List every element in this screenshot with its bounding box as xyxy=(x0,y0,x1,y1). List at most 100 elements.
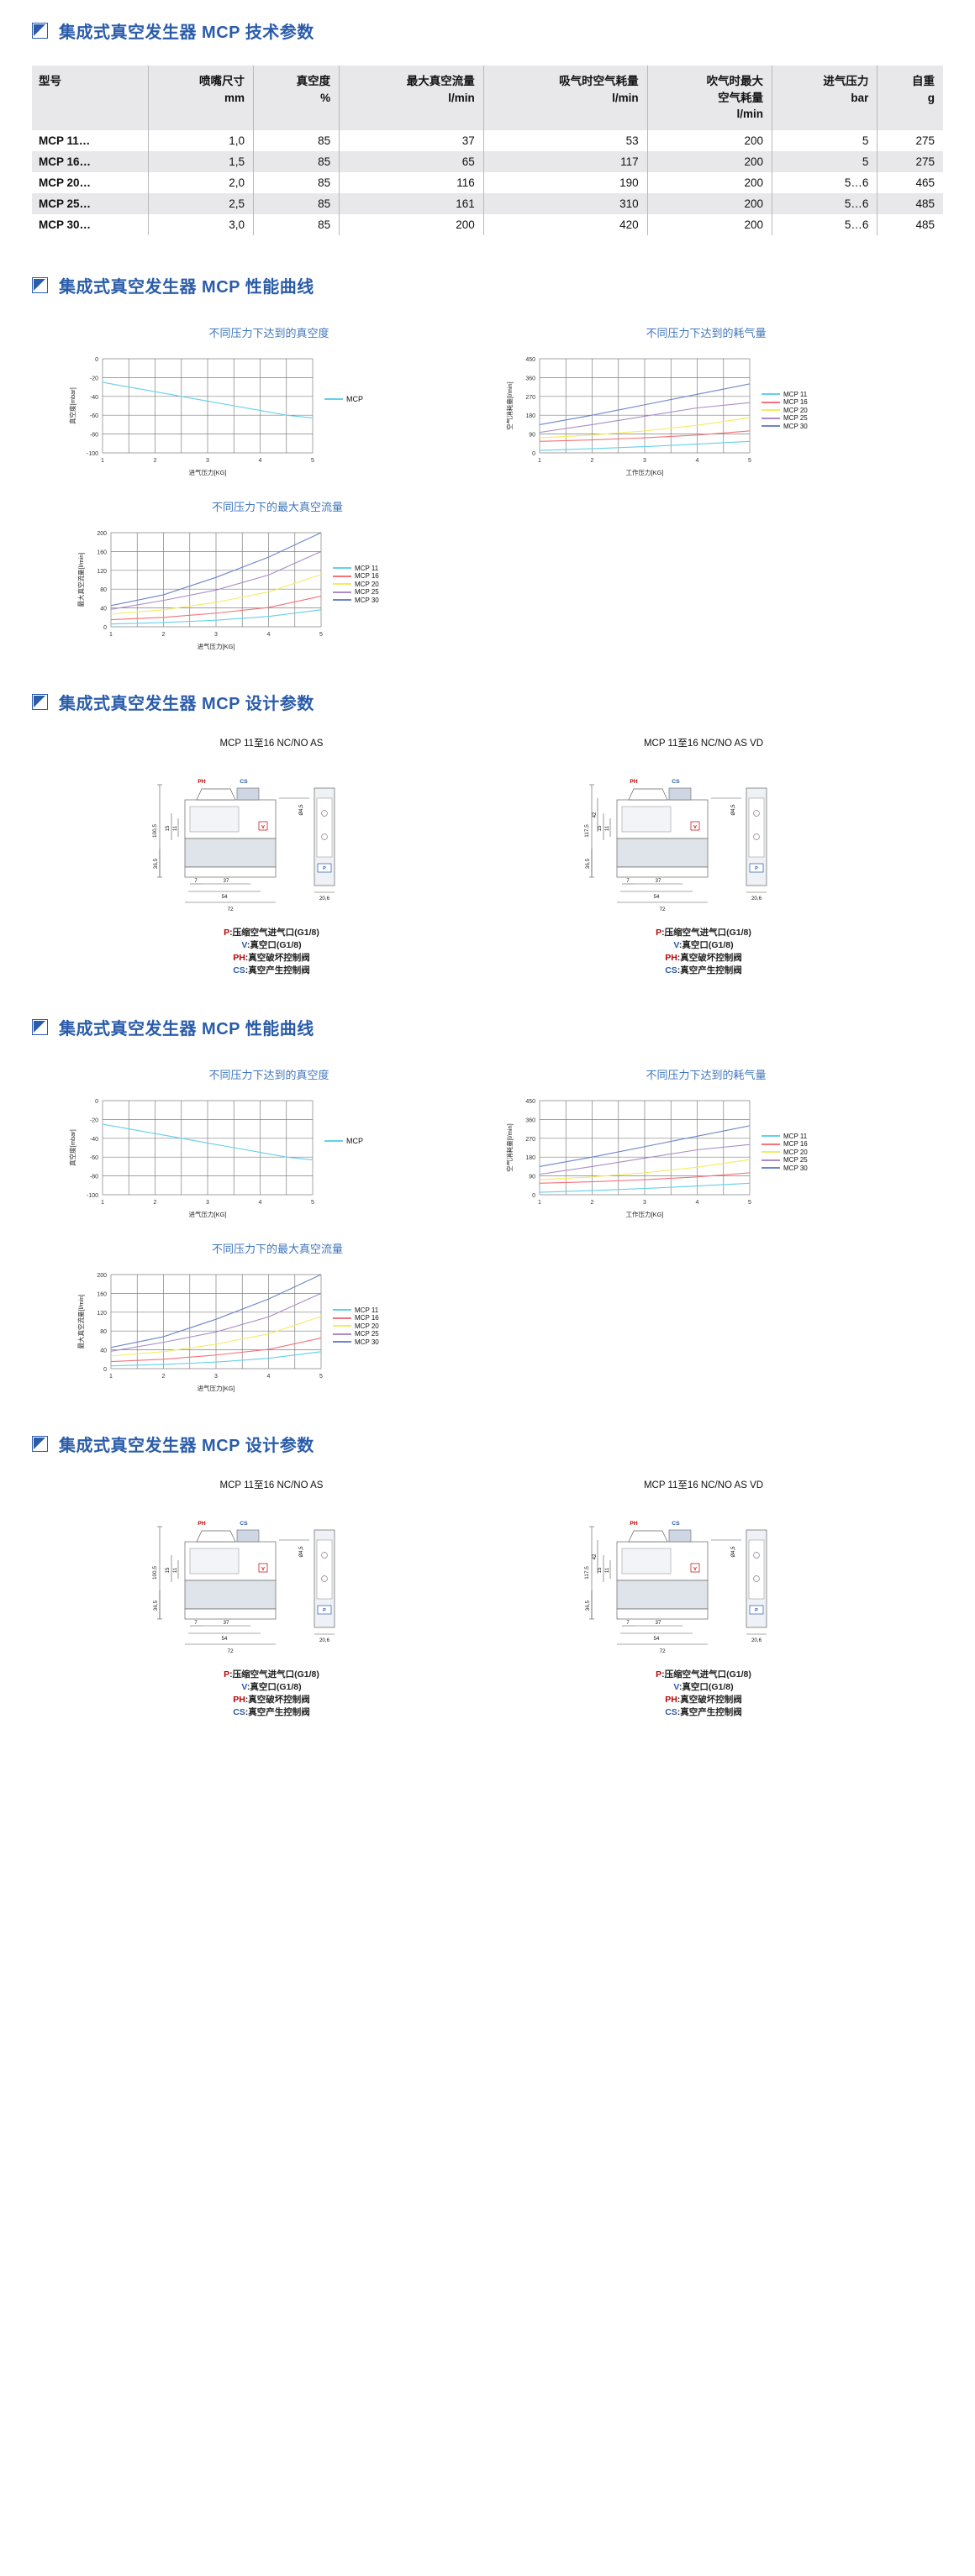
datasheet-page: 集成式真空发生器 MCP 技术参数 型号 喷嘴尺寸 mm 真空度 % xyxy=(0,22,975,1719)
svg-text:72: 72 xyxy=(227,907,234,912)
table-row: MCP 16… 1,5 85 65 117 200 5 275 xyxy=(32,150,943,172)
th-vacuum: 真空度 % xyxy=(253,66,340,130)
svg-text:4: 4 xyxy=(696,1200,699,1206)
svg-text:450: 450 xyxy=(525,1099,535,1105)
legend-swatch xyxy=(324,398,343,401)
table-row: MCP 20… 2,0 85 116 190 200 5…6 465 xyxy=(32,171,943,193)
svg-text:3: 3 xyxy=(214,632,218,638)
legend-label: MCP 30 xyxy=(355,596,379,604)
th-suction-consumption: 吸气时空气耗量 l/min xyxy=(482,66,648,130)
svg-text:42: 42 xyxy=(593,1553,598,1559)
svg-text:Ø4,5: Ø4,5 xyxy=(299,1546,304,1558)
svg-text:3: 3 xyxy=(206,458,209,464)
legend-label: MCP 16 xyxy=(355,572,379,581)
svg-text:15: 15 xyxy=(598,1567,603,1573)
legend-item: MCP 11 xyxy=(762,1133,808,1141)
chart-title-vacuum-2: 不同压力下达到的真空度 xyxy=(208,1068,329,1081)
svg-text:1: 1 xyxy=(109,632,113,638)
svg-text:72: 72 xyxy=(227,1648,234,1654)
legend-swatch xyxy=(762,1143,780,1145)
drawing-legend-key: V xyxy=(673,1681,679,1692)
drawing-legend-desc: :压缩空气进气口(G1/8) xyxy=(661,927,751,938)
svg-text:117,5: 117,5 xyxy=(584,1565,590,1579)
svg-text:20,6: 20,6 xyxy=(751,1638,762,1643)
svg-text:-100: -100 xyxy=(87,451,98,457)
legend-swatch xyxy=(333,1309,351,1312)
cell-weight: 465 xyxy=(877,171,943,193)
legend-item: MCP 16 xyxy=(333,1314,379,1322)
drawing-legend-desc: :真空产生控制阀 xyxy=(677,1706,742,1717)
cell-suction: 310 xyxy=(482,192,648,214)
svg-text:V: V xyxy=(261,1567,265,1572)
svg-text:72: 72 xyxy=(659,907,666,912)
drawing-legend-line: V:真空口(G1/8) xyxy=(74,939,469,952)
legend-item: MCP 11 xyxy=(333,1306,379,1315)
drawing-legend-desc: :真空产生控制阀 xyxy=(245,1706,310,1717)
legend-label: MCP 25 xyxy=(783,1156,808,1164)
svg-text:-80: -80 xyxy=(90,432,98,438)
svg-text:160: 160 xyxy=(97,549,107,555)
drawing-legend-desc: :压缩空气进气口(G1/8) xyxy=(661,1669,751,1680)
svg-text:PH: PH xyxy=(198,779,206,785)
cell-pressure: 5 xyxy=(772,129,878,151)
th-inlet-pressure: 进气压力 bar xyxy=(772,66,878,130)
legend-label: MCP 16 xyxy=(783,398,808,407)
drawing-legend-key: CS xyxy=(665,1706,677,1717)
drawing-legend-desc: :真空破坏控制阀 xyxy=(677,952,742,963)
svg-text:进气压力[KG]: 进气压力[KG] xyxy=(197,1384,235,1392)
drawing-legend-key: V xyxy=(241,1681,247,1692)
legend-swatch xyxy=(762,401,780,403)
svg-text:3: 3 xyxy=(214,1374,218,1380)
drawing-legend-line: P:压缩空气进气口(G1/8) xyxy=(74,1669,469,1681)
drawing-legend-desc: :压缩空气进气口(G1/8) xyxy=(229,1669,319,1680)
legend-item: MCP 20 xyxy=(762,407,808,415)
svg-text:0: 0 xyxy=(95,1099,98,1105)
svg-text:2: 2 xyxy=(162,632,166,638)
legend-swatch xyxy=(333,1317,351,1319)
legend-label: MCP xyxy=(346,1136,363,1145)
svg-text:11: 11 xyxy=(605,1567,610,1573)
legend-label: MCP 11 xyxy=(355,564,379,572)
svg-text:54: 54 xyxy=(654,1636,660,1642)
svg-text:V: V xyxy=(261,825,265,830)
cell-maxflow: 200 xyxy=(339,213,484,235)
cell-nozzle: 2,0 xyxy=(147,171,254,193)
cell-pressure: 5…6 xyxy=(772,171,878,193)
svg-text:Ø4,5: Ø4,5 xyxy=(731,804,736,816)
svg-text:进气压力[KG]: 进气压力[KG] xyxy=(188,468,226,476)
svg-text:54: 54 xyxy=(222,1636,228,1642)
svg-text:2: 2 xyxy=(162,1374,166,1380)
drawing-legend-key: CS xyxy=(233,965,245,975)
svg-text:72: 72 xyxy=(659,1648,666,1654)
drawing-legend-line: PH:真空破坏控制阀 xyxy=(74,1694,469,1706)
th-blow-consumption: 吹气时最大 空气耗量 l/min xyxy=(646,66,772,130)
svg-text:37: 37 xyxy=(224,879,229,884)
drawing-legend-line: CS:真空产生控制阀 xyxy=(74,1706,469,1719)
svg-text:5: 5 xyxy=(748,458,751,464)
drawing-legend-key: PH xyxy=(233,1694,245,1705)
svg-text:-60: -60 xyxy=(90,413,98,419)
svg-text:54: 54 xyxy=(222,894,228,900)
cell-blow: 200 xyxy=(646,192,772,214)
legend-swatch xyxy=(762,409,780,412)
svg-text:37: 37 xyxy=(224,1621,229,1626)
table-row: MCP 25… 2,5 85 161 310 200 5…6 485 xyxy=(32,192,943,214)
svg-text:11: 11 xyxy=(173,1567,178,1573)
cell-vacuum: 85 xyxy=(253,129,340,151)
legend-item: MCP 20 xyxy=(333,581,379,589)
svg-text:CS: CS xyxy=(240,1521,248,1527)
cell-vacuum: 85 xyxy=(253,213,340,235)
svg-text:0: 0 xyxy=(95,357,98,363)
cell-blow: 200 xyxy=(646,213,772,235)
table-row: MCP 11… 1,0 85 37 53 200 5 275 xyxy=(32,129,943,151)
drawing-legend-key: V xyxy=(241,939,247,950)
svg-text:PH: PH xyxy=(630,779,638,785)
